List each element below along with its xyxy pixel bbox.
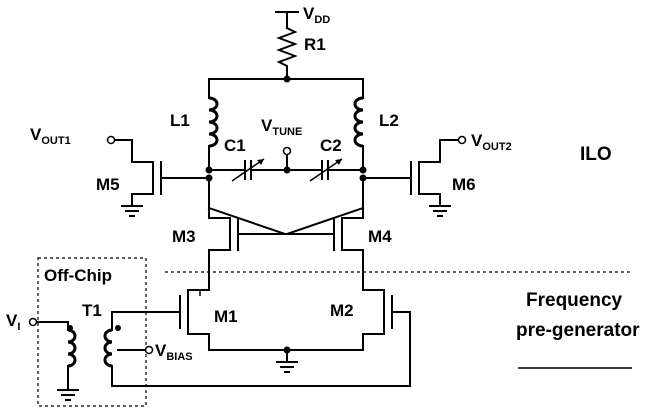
offchip-box — [37, 257, 147, 407]
vtune-terminal — [282, 146, 292, 156]
varactor-c2 — [286, 158, 364, 182]
m2-label: M2 — [330, 301, 354, 320]
vout2-label: VOUT2 — [471, 131, 512, 153]
transistor-m5 — [113, 139, 210, 217]
node-dot — [205, 166, 213, 174]
node-dot — [359, 166, 367, 174]
m1-label: M1 — [214, 307, 238, 326]
c1-label: C1 — [224, 136, 246, 155]
offchip-label: Off-Chip — [44, 266, 112, 285]
vout1-terminal — [106, 135, 116, 145]
transistor-m4 — [207, 177, 364, 291]
vi-label: VI — [6, 311, 20, 333]
node-dot — [283, 75, 291, 83]
vout2-terminal — [457, 135, 467, 145]
m4-label: M4 — [368, 227, 392, 246]
t1-label: T1 — [82, 301, 102, 320]
m3-label: M3 — [172, 227, 196, 246]
ground-symbol — [276, 349, 298, 373]
transistor-m1 — [139, 289, 288, 351]
r1-label: R1 — [304, 35, 326, 54]
transformer-t1 — [35, 311, 147, 401]
vout1-label: VOUT1 — [30, 125, 71, 147]
vdd-supply — [275, 11, 299, 80]
varactor-c1 — [208, 158, 288, 182]
vi-terminal — [28, 317, 38, 327]
l2-label: L2 — [379, 111, 399, 130]
inductor-l2 — [353, 78, 364, 171]
transistor-m6 — [362, 139, 460, 217]
m5-label: M5 — [96, 175, 120, 194]
vdd-label: VDD — [303, 4, 330, 26]
ilo-label: ILO — [580, 144, 612, 165]
inductor-l1 — [208, 78, 219, 171]
polarity-dot — [115, 325, 121, 331]
frequency-label: Frequency — [526, 290, 623, 311]
polarity-dot — [67, 325, 73, 331]
vtune-label: VTUNE — [261, 116, 302, 138]
vbias-label: VBIAS — [155, 341, 193, 363]
m6-label: M6 — [452, 175, 476, 194]
transistor-m2 — [139, 289, 411, 387]
l1-label: L1 — [170, 111, 190, 130]
c2-label: C2 — [320, 136, 342, 155]
node-dot — [283, 166, 291, 174]
pregenerator-label: pre-generator — [516, 320, 640, 341]
vbias-terminal — [144, 345, 154, 355]
